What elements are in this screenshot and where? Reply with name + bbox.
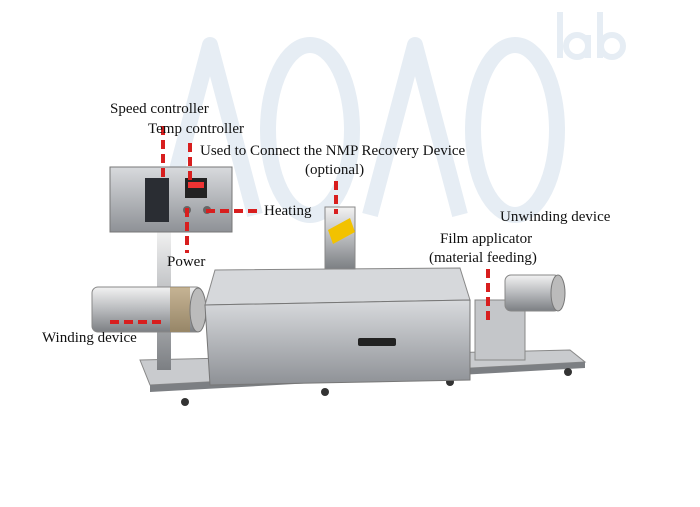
label-nmp-line2: (optional): [305, 162, 365, 178]
label-film-applicator-line2: (material feeding): [429, 250, 537, 266]
watermark-lab: [557, 12, 626, 60]
label-temp-controller: Temp controller: [148, 121, 244, 137]
label-unwinding-device: Unwinding device: [500, 209, 611, 225]
label-winding-device: Winding device: [42, 330, 137, 346]
winding-roll: [91, 286, 207, 333]
label-heating: Heating: [264, 203, 312, 219]
label-nmp-line1: Used to Connect the NMP Recovery Device: [200, 143, 466, 159]
control-box: [109, 166, 233, 370]
label-power: Power: [167, 254, 206, 270]
unwinding-roll: [474, 274, 566, 361]
label-speed-controller: Speed controller: [110, 101, 209, 117]
oven: [204, 206, 471, 386]
label-film-applicator-line1: Film applicator: [440, 231, 533, 247]
callout-lines: [110, 126, 490, 324]
